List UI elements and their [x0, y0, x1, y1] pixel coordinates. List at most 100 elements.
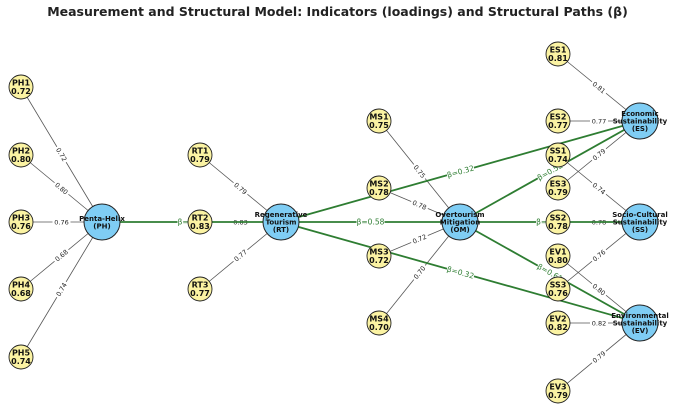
latent-circle	[621, 304, 659, 342]
indicator-name: PH5	[12, 349, 31, 358]
indicator-circle	[545, 209, 571, 235]
indicator-circle	[545, 108, 571, 134]
indicator-value: 0.77	[190, 289, 210, 298]
indicator-value: 0.76	[11, 222, 31, 231]
loading-label-bg	[409, 231, 430, 247]
indicator-circle	[187, 276, 213, 302]
latent-label-line1: Overtourism	[435, 211, 484, 219]
indicator-name: RT3	[192, 281, 209, 290]
indicator-name: SS2	[550, 214, 567, 223]
indicator-name: RT1	[192, 147, 209, 156]
indicator-value: 0.80	[548, 256, 568, 265]
latent-label-line1: Socio-Cultural	[612, 211, 668, 219]
indicator-circle	[8, 209, 34, 235]
indicator-circle	[545, 142, 571, 168]
indicator-value: 0.83	[190, 222, 210, 231]
latent-label-line1: Environmental	[611, 312, 668, 320]
loading-label-bg	[589, 246, 609, 265]
indicator-circle	[545, 243, 571, 269]
indicator-circle	[366, 108, 392, 134]
indicator-value: 0.79	[190, 155, 210, 164]
loading-label-bg	[589, 145, 609, 164]
latent-label-line3: (RT)	[273, 226, 289, 234]
indicator-value: 0.82	[548, 323, 568, 332]
latent-label-line3: (SS)	[632, 226, 648, 234]
latent-label-line1: Economic	[621, 110, 658, 118]
indicator-value: 0.74	[548, 155, 568, 164]
indicator-name: EV2	[549, 315, 566, 324]
indicator-value: 0.77	[548, 121, 568, 130]
loading-label-bg	[409, 197, 430, 213]
latent-label-line2: Tourism	[266, 219, 297, 227]
indicator-circle	[187, 209, 213, 235]
indicator-value: 0.79	[548, 188, 568, 197]
loading-label-ev2: 0.82	[592, 319, 606, 327]
indicator-name: SS3	[550, 281, 567, 290]
loading-label-bg	[53, 144, 70, 165]
indicator-circle	[8, 74, 34, 100]
indicator-circle	[366, 243, 392, 269]
indicator-name: ES3	[550, 180, 567, 189]
indicator-name: PH4	[12, 281, 31, 290]
latent-node-ph: Penta-Helix(PH)	[79, 203, 125, 241]
path-label-rt-ev: β=0.32	[446, 265, 475, 281]
indicator-value: 0.68	[11, 289, 31, 298]
indicator-name: SS1	[550, 147, 567, 156]
latent-circle	[621, 102, 659, 140]
loading-label-ph3: 0.76	[54, 218, 68, 226]
loading-label-bg	[230, 246, 251, 265]
indicator-value: 0.78	[369, 188, 389, 197]
indicator-circle	[545, 175, 571, 201]
indicator-name: PH2	[12, 147, 30, 156]
loading-label-bg	[589, 78, 609, 97]
indicator-circle	[545, 378, 571, 404]
loading-label-bg	[589, 280, 609, 299]
indicator-name: RT2	[192, 214, 209, 223]
loading-label-bg	[53, 279, 70, 300]
indicator-circle	[8, 142, 34, 168]
indicator-name: MS4	[369, 315, 389, 324]
indicator-circle	[545, 276, 571, 302]
indicator-value: 0.79	[548, 391, 568, 400]
latent-label-line3: (EV)	[632, 327, 649, 335]
path-label-bg	[445, 162, 476, 181]
latent-label-line1: Penta-Helix	[79, 215, 125, 223]
loading-label-bg	[52, 217, 71, 227]
latent-label-line3: (ES)	[632, 125, 648, 133]
indicator-name: MS3	[369, 248, 388, 257]
latent-label-line3: (OM)	[450, 226, 469, 234]
loading-label-bg	[589, 179, 609, 198]
indicator-name: ES2	[550, 113, 567, 122]
indicator-name: MS1	[369, 113, 389, 122]
loading-label-bg	[410, 161, 429, 182]
indicator-circle	[366, 175, 392, 201]
latent-label-line2: (PH)	[93, 222, 110, 230]
indicator-name: EV3	[549, 383, 566, 392]
indicator-value: 0.72	[369, 256, 389, 265]
latent-label-line2: Mitigation	[440, 219, 480, 227]
path-label-bg	[356, 217, 385, 227]
diagram-title: Measurement and Structural Model: Indica…	[47, 4, 628, 19]
latent-circle	[262, 203, 300, 241]
loading-label-bg	[590, 318, 608, 328]
